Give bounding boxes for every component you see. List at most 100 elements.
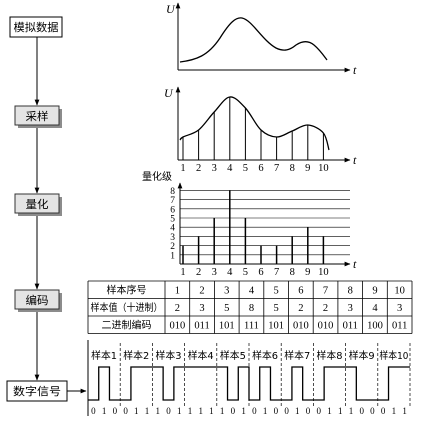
table-binary-code: 010: [318, 321, 334, 332]
sampled-tick-label: 1: [180, 163, 185, 174]
bit-label: 0: [359, 406, 364, 416]
analog-data-label: 模拟数据: [14, 20, 59, 34]
sampled-tick-label: 4: [227, 163, 233, 174]
quantized-tick-label: 6: [258, 267, 263, 278]
sampling-box: [14, 105, 60, 126]
quantized-t-axis-label: t: [353, 257, 357, 271]
quantized-tick-label: 8: [290, 267, 295, 278]
table-binary-code: 011: [392, 321, 407, 332]
bit-label: 0: [113, 406, 118, 416]
bit-label: 0: [370, 406, 375, 416]
segment-label: 样本4: [188, 349, 214, 362]
encoding-label: 编码: [26, 293, 49, 307]
table-decimal-value: 2: [323, 303, 328, 314]
bit-label: 0: [381, 406, 386, 416]
table-decimal-value: 3: [348, 303, 353, 314]
sampled-t-axis-label: t: [353, 153, 357, 167]
quantized-tick-label: 4: [227, 267, 233, 278]
table-decimal-value: 8: [249, 303, 254, 314]
quantization-box: [14, 193, 60, 214]
sampled-tick-label: 6: [258, 163, 263, 174]
sampled-tick-label: 9: [305, 163, 310, 174]
digital-signal-label: 数字信号: [13, 384, 61, 398]
table-sample-number: 3: [224, 286, 229, 297]
quantization-label: 量化: [26, 197, 49, 211]
table-sample-number: 7: [323, 286, 328, 297]
quantization-level-label: 1: [170, 251, 175, 261]
segment-label: 样本6: [252, 349, 278, 362]
sampled-tick-label: 3: [212, 163, 217, 174]
sampling-label: 采样: [26, 109, 49, 123]
quantization-level-label: 4: [170, 224, 175, 234]
table-row-header: 二进制编码: [102, 319, 152, 332]
quantized-tick-label: 5: [243, 267, 248, 278]
bit-label: 0: [317, 406, 322, 416]
quantization-level-label: 8: [170, 187, 175, 197]
quantization-level-label: 3: [170, 233, 175, 243]
bit-label: 1: [338, 406, 343, 416]
table-binary-code: 010: [293, 321, 309, 332]
bit-label: 1: [241, 406, 246, 416]
bit-label: 1: [392, 406, 397, 416]
table-sample-number: 6: [298, 286, 303, 297]
table-binary-code: 111: [244, 321, 259, 332]
table-binary-code: 101: [219, 321, 235, 332]
table-binary-code: 011: [343, 321, 358, 332]
segment-label: 样本7: [284, 349, 310, 362]
quantized-tick-label: 10: [318, 267, 329, 278]
bit-label: 1: [134, 406, 139, 416]
quantization-level-label: 6: [170, 205, 175, 215]
table-decimal-value: 4: [372, 303, 378, 314]
quantization-level-label: 5: [170, 215, 175, 225]
bit-label: 1: [209, 406, 214, 416]
quantization-level-label: 7: [170, 196, 175, 206]
segment-label: 样本8: [317, 349, 343, 362]
sampled-tick-label: 5: [243, 163, 248, 174]
table-sample-number: 9: [372, 286, 377, 297]
table-row-header: 样本序号: [107, 284, 147, 297]
table-sample-number: 2: [199, 286, 204, 297]
bit-label: 0: [306, 406, 311, 416]
bit-label: 0: [252, 406, 257, 416]
digital-square-wave: [88, 366, 410, 401]
segment-label: 样本10: [379, 349, 408, 362]
sampled-tick-label: 8: [290, 163, 295, 174]
segment-label: 样本1: [91, 349, 117, 362]
quantized-y-axis-label: 量化级: [142, 170, 172, 183]
table-binary-code: 101: [268, 321, 284, 332]
bit-label: 1: [188, 406, 193, 416]
segment-label: 样本9: [349, 349, 375, 362]
bit-label: 1: [327, 406, 332, 416]
table-decimal-value: 5: [274, 303, 279, 314]
bit-label: 0: [284, 406, 289, 416]
bit-label: 1: [198, 406, 203, 416]
table-decimal-value: 3: [199, 303, 204, 314]
sampled-analog-curve: [179, 96, 330, 151]
quantized-tick-label: 7: [274, 267, 279, 278]
sampled-y-axis-label: U: [164, 86, 174, 100]
table-decimal-value: 2: [175, 303, 180, 314]
quantized-tick-label: 3: [212, 267, 217, 278]
bit-label: 1: [402, 406, 407, 416]
bit-label: 0: [166, 406, 171, 416]
bit-label: 1: [156, 406, 161, 416]
quantized-tick-label: 2: [196, 267, 201, 278]
segment-label: 样本2: [123, 349, 149, 362]
bit-label: 1: [349, 406, 354, 416]
table-binary-code: 010: [169, 321, 185, 332]
table-decimal-value: 3: [397, 303, 402, 314]
table-decimal-value: 5: [224, 303, 229, 314]
table-row-header: 样本值（十进制）: [91, 301, 163, 314]
bit-label: 1: [220, 406, 225, 416]
bit-label: 1: [145, 406, 150, 416]
table-sample-number: 1: [175, 286, 180, 297]
table-decimal-value: 2: [298, 303, 303, 314]
analog-curve: [179, 17, 328, 63]
